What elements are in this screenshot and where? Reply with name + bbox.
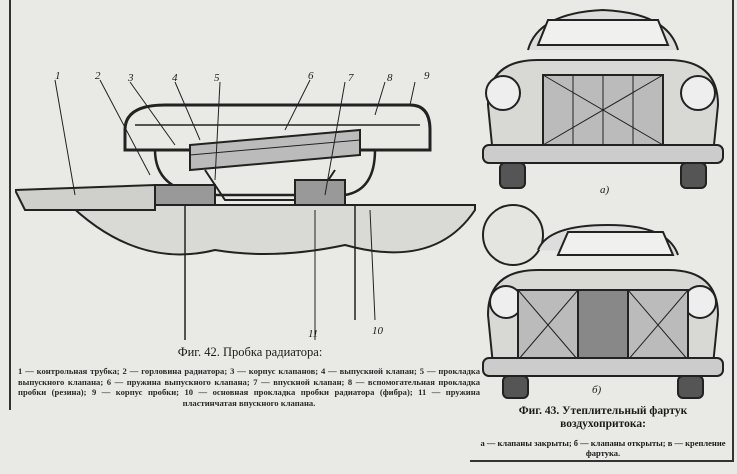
callout-9: 9 xyxy=(424,70,430,82)
callout-6: 6 xyxy=(308,70,314,82)
subfigure-b-label: б) xyxy=(592,384,602,396)
figure-43-caption: Фиг. 43. Утеплительный фартук воздухопри… xyxy=(518,405,688,430)
callout-7: 7 xyxy=(348,72,354,84)
radiator-cap-drawing xyxy=(15,79,476,340)
car-front-open-drawing xyxy=(482,204,724,399)
callout-11: 11 xyxy=(308,328,319,340)
figure-42-caption: Фиг. 42. Пробка радиатора: xyxy=(177,345,323,359)
callout-2: 2 xyxy=(95,70,101,82)
right-border-line xyxy=(732,0,734,462)
callout-1: 1 xyxy=(55,70,61,82)
subfigure-a-label: а) xyxy=(600,184,610,196)
callout-8: 8 xyxy=(387,72,393,84)
callout-5: 5 xyxy=(214,72,220,84)
figure-43-legend: а — клапаны закрыты; б — клапаны открыты… xyxy=(480,438,726,458)
callout-10: 10 xyxy=(372,325,383,337)
left-border-line xyxy=(9,0,11,410)
bottom-border-line xyxy=(470,460,734,462)
callout-4: 4 xyxy=(172,72,178,84)
callout-3: 3 xyxy=(128,72,134,84)
car-front-closed-drawing xyxy=(482,8,724,189)
figure-42-legend: 1 — контрольная трубка; 2 — горловина ра… xyxy=(18,366,480,408)
